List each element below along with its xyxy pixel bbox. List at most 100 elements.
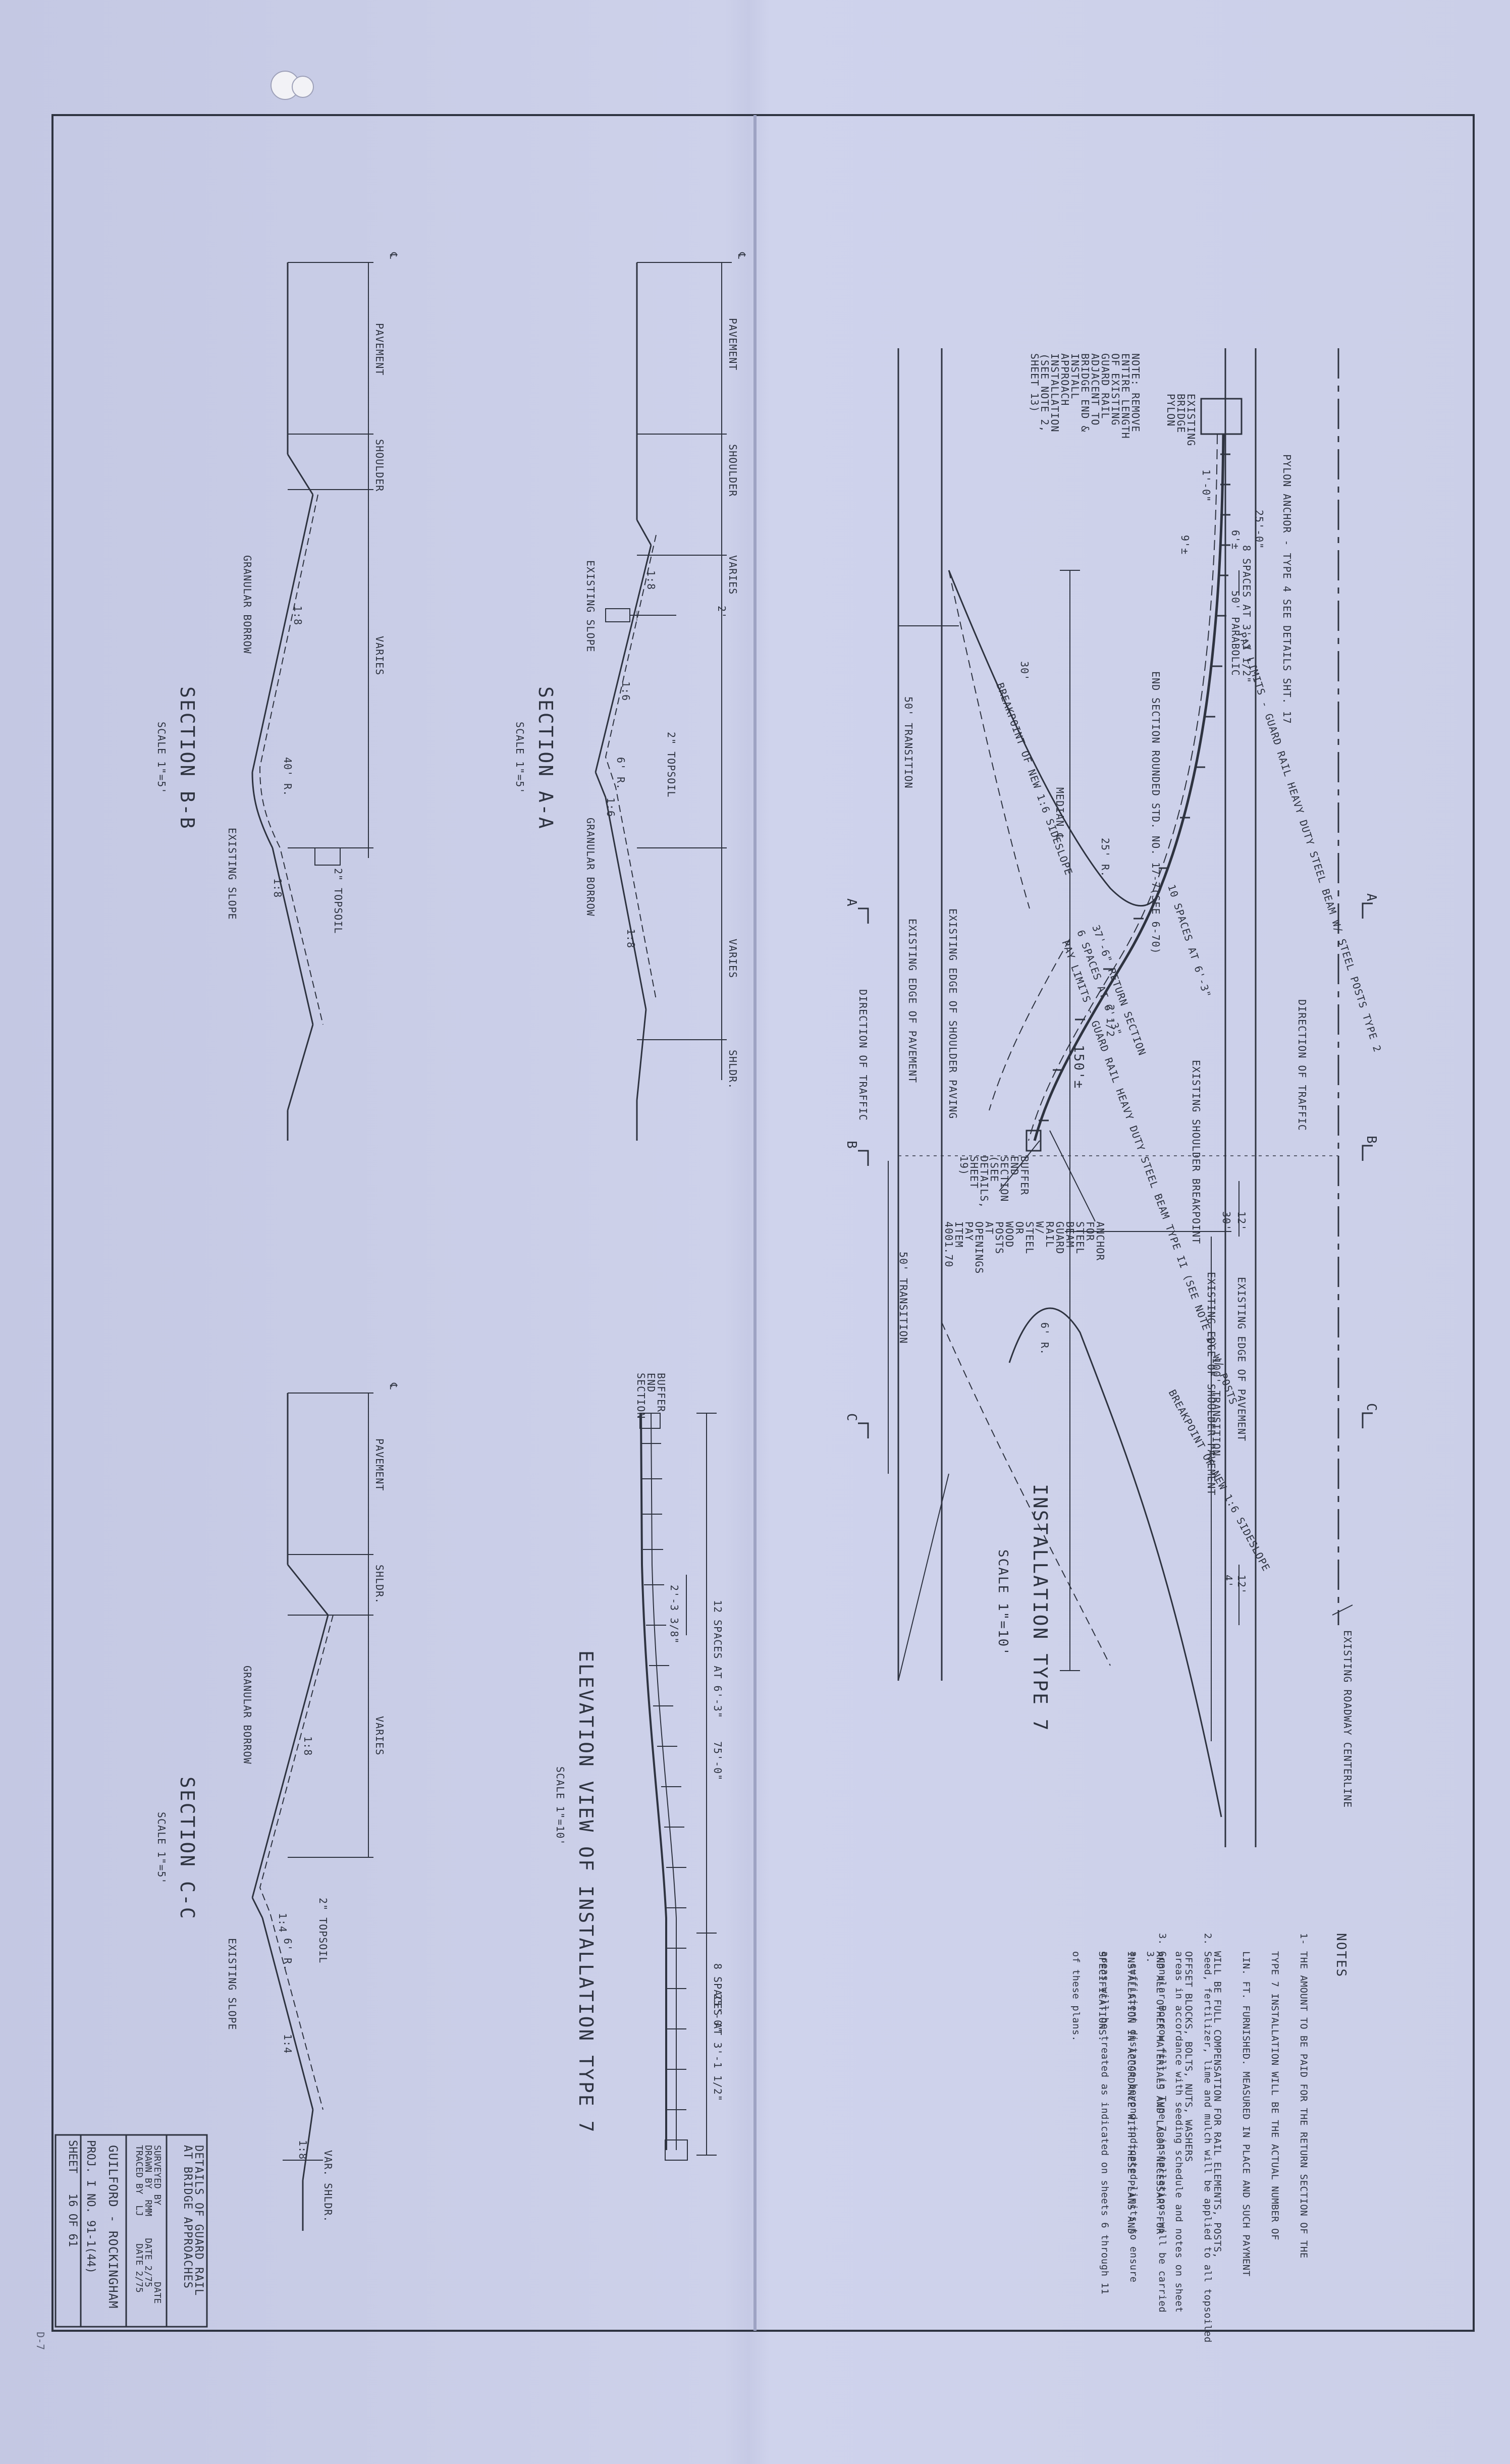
title-line-2: AT BRIDGE APPROACHES	[181, 2145, 194, 2289]
cut-line-b	[1362, 1145, 1373, 1161]
section-aa-dim-2: 2'	[716, 606, 728, 619]
section-bb-cl: ℄	[388, 252, 400, 259]
section-bb-granular: GRANULAR BORROW	[241, 555, 253, 654]
section-aa-varies-b: VARIES	[727, 939, 739, 979]
section-aa-radius: 6' R.	[615, 757, 627, 790]
section-aa	[595, 262, 732, 1141]
dim-12b-label: 12'	[1235, 1575, 1248, 1595]
section-cc-var-shldr: VAR. SHLDR.	[322, 2150, 334, 2223]
cut-c2-label: C	[844, 1413, 859, 1422]
existing-shoulder-breakpoint-label: EXISTING SHOULDER BREAKPOINT	[1190, 1060, 1202, 1245]
section-cc-shldr: SHLDR.	[373, 1565, 386, 1604]
section-aa-shldr: SHLDR.	[727, 1050, 739, 1090]
cut-line-a	[1362, 902, 1373, 919]
section-bb-scale: SCALE 1"=5'	[155, 722, 168, 794]
title-block-credits: SURVEYED BY DATE DRAWN BY RMM DATE 2/75 …	[134, 2145, 163, 2304]
title-line-1: DETAILS OF GUARD RAIL	[192, 2145, 205, 2296]
dim-1-0-label: 1'-0"	[1200, 469, 1212, 503]
radius-25-label: 25' R.	[1099, 838, 1111, 878]
drawing-stamp: D-7	[34, 2332, 46, 2350]
section-cc-pavement: PAVEMENT	[373, 1438, 386, 1491]
elevation-scale: SCALE 1"=10'	[554, 1766, 566, 1846]
dim-6-label: 6'±	[1229, 530, 1242, 550]
section-cc-existing-slope: EXISTING SLOPE	[226, 1938, 238, 2030]
section-aa-topsoil: 2" TOPSOIL	[665, 732, 677, 798]
section-cc-scale: SCALE 1"=5'	[155, 1812, 168, 1885]
section-bb-shoulder: SHOULDER	[373, 439, 386, 492]
note-3: 3. Granular Borrow fill in Type 7 instal…	[1070, 1933, 1168, 2313]
edge-pavement-a-label: EXISTING EDGE OF PAVEMENT	[906, 919, 919, 1084]
section-aa-scale: SCALE 1"=5'	[514, 722, 526, 794]
installation-plan	[858, 348, 1373, 1847]
dim-4-label: 4'	[1222, 1575, 1234, 1588]
edge-shoulder-b-label: EXISTING EDGE OF SHOULDER PAVEMENT	[1205, 1272, 1217, 1496]
section-cc-cl: ℄	[388, 1383, 400, 1390]
section-aa-granular: GRANULAR BORROW	[584, 818, 597, 917]
cut-b2-label: B	[844, 1141, 859, 1150]
cut-b-label: B	[1364, 1136, 1379, 1145]
cut-a2-label: A	[844, 898, 859, 907]
section-cc	[251, 1392, 373, 2231]
cut-line-c	[1362, 1412, 1373, 1428]
section-cc-slope-1-8b: 1:8	[297, 2140, 309, 2160]
pylon-anchor-label: PYLON ANCHOR - TYPE 4 SEE DETAILS SHT. 1…	[1281, 454, 1293, 724]
section-aa-slope-1-6a: 1:6	[620, 681, 632, 702]
section-aa-note: NOTE: REMOVE ENTIRE LENGTH OF EXISTING G…	[1029, 353, 1142, 439]
section-cc-slope-1-4a: 1:4	[277, 1913, 289, 1933]
overall-dim-label: 150'±	[1071, 1045, 1086, 1090]
section-bb-pavement: PAVEMENT	[373, 323, 386, 376]
dim-30b-label: 30'	[1220, 1211, 1232, 1231]
section-cc-varies: VARIES	[373, 1716, 386, 1756]
section-bb-title: SECTION B-B	[176, 686, 198, 830]
elevation-buffer-label: BUFFER END SECTION	[635, 1373, 667, 1419]
section-bb-existing-slope: EXISTING SLOPE	[226, 828, 238, 920]
section-cc-topsoil: 2" TOPSOIL	[317, 1898, 329, 1964]
county-label: GUILFORD - ROCKINGHAM	[106, 2145, 120, 2309]
section-aa-slope-1-6b: 1:6	[605, 797, 617, 818]
section-aa-shoulder: SHOULDER	[727, 444, 739, 497]
section-aa-existing-slope: EXISTING SLOPE	[584, 560, 597, 653]
section-cc-title: SECTION C-C	[176, 1777, 198, 1920]
installation-scale: SCALE 1"=10'	[995, 1549, 1010, 1656]
edge-pavement-b-label: EXISTING EDGE OF PAVEMENT	[1235, 1277, 1248, 1442]
bridge-pylon	[1200, 398, 1243, 435]
section-aa-pavement: PAVEMENT	[727, 318, 739, 371]
elevation-title: ELEVATION VIEW OF INSTALLATION TYPE 7	[575, 1650, 597, 2134]
dim-12a-label: 12'	[1235, 1211, 1248, 1231]
elevation-overall-dim: 75'-0"	[712, 1741, 724, 1781]
section-bb-varies: VARIES	[373, 636, 386, 676]
anchor-steel-label: ANCHOR FOR STEEL BEAM GUARD RAIL W/ STEE…	[943, 1221, 1106, 1274]
notes-header: NOTES	[1333, 1933, 1349, 1978]
cut-a-label: A	[1364, 893, 1379, 902]
dim-9-label: 9'±	[1179, 535, 1191, 555]
section-cc-radius: 6' R.	[282, 1938, 294, 1971]
title-block-box	[55, 2134, 208, 2328]
elevation-spaces-8: 8 SPACES AT 3'-1 1/2"	[712, 1963, 724, 2102]
section-cc-slope-1-4b: 1:4	[282, 2034, 294, 2054]
section-aa-slope-1-8b: 1:8	[625, 929, 637, 949]
dim-30a-label: 30'	[1018, 661, 1031, 681]
new-sideslope-breakpoint	[948, 570, 1162, 906]
section-bb-slope-1-8b: 1:8	[272, 878, 284, 898]
section-bb-topsoil: 2" TOPSOIL	[332, 868, 344, 934]
radius-6-label: 6' R.	[1039, 1322, 1051, 1356]
pylon-label: EXISTING BRIDGE PYLON	[1165, 394, 1197, 447]
punch-hole-left	[292, 76, 314, 98]
transition-50b-label: 50' TRANSITION	[897, 1252, 909, 1344]
section-cc-slope-1-8: 1:8	[302, 1736, 314, 1756]
project-number: PROJ. I NO. 91-1(44)	[84, 2140, 97, 2274]
section-bb-slope-1-8a: 1:8	[292, 606, 304, 626]
dim-25-label: 25'-0"	[1253, 510, 1265, 550]
section-aa-slope-1-8: 1:8	[645, 570, 657, 591]
sheet-number: SHEET 16 OF 61	[66, 2140, 79, 2247]
elevation-view	[639, 1413, 717, 2161]
edge-shoulder-a-label: EXISTING EDGE OF SHOULDER PAVING	[947, 908, 959, 1119]
direction-traffic-a-label: DIRECTION OF TRAFFIC	[1296, 999, 1308, 1131]
section-bb-radius: 40' R.	[282, 757, 294, 797]
section-cc-granular: GRANULAR BORROW	[241, 1666, 253, 1764]
section-aa-varies-a: VARIES	[727, 555, 739, 595]
dim-2-1-2-label: 2 1/2	[1104, 1004, 1116, 1038]
buffer-end-section	[1026, 1130, 1042, 1152]
